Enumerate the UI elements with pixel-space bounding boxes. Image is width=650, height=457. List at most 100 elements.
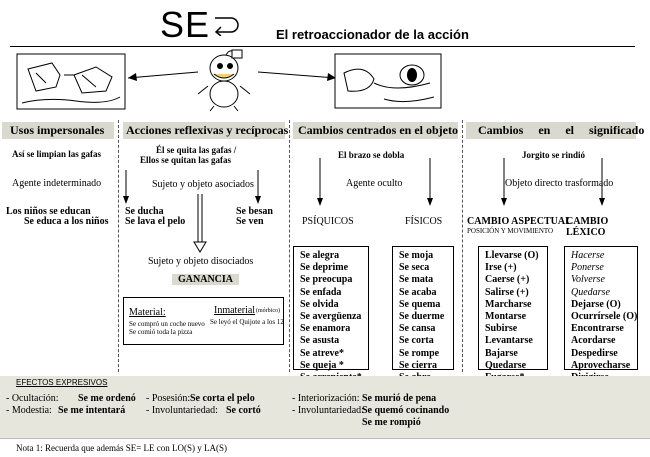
header-bar-objeto — [293, 122, 458, 139]
inmaterial-example: Se leyó el Quijote a los 12 — [210, 318, 284, 326]
psiquicos-list-item: Se avergüenza — [300, 311, 362, 323]
involuntariedad2-example-1: Se quemó cocinando — [362, 405, 450, 416]
psiquicos-label: PSÍQUICOS — [302, 216, 354, 227]
fisicos-list-item: Se rompe — [399, 347, 440, 359]
lexico-list-italic-item: Hacerse — [571, 250, 605, 261]
material-label: Material: — [129, 307, 166, 318]
lexico-list-item: Encontrarse — [571, 323, 624, 335]
note-panel — [0, 438, 650, 457]
interiorizacion-label: - Interiorización: — [292, 393, 360, 404]
reflexivas-example-2: Ellos se quitan las gafas — [140, 155, 232, 165]
fisicos-list-item: Se corta — [399, 335, 434, 347]
reflexivas-arrows — [123, 170, 261, 253]
reflexivas-dissociated: Sujeto y objeto disociados — [148, 256, 254, 267]
expresivos-title: EFECTOS EXPRESIVOS — [16, 378, 108, 387]
aspectual-list-item: Llevarse (O) — [485, 250, 539, 261]
aspectual-list-item: Montarse — [485, 311, 527, 323]
aspectual-list-item: Caerse (+) — [485, 274, 530, 286]
impersonales-example-2: Se educa a los niños — [24, 216, 109, 227]
interiorizacion-example: Se murió de pena — [362, 393, 437, 404]
fisicos-label: FÍSICOS — [405, 216, 443, 227]
fisicos-list-item: Se duerme — [399, 311, 445, 323]
column-divider-1 — [118, 120, 119, 372]
arrows-to-illustrations — [127, 71, 337, 81]
psiquicos-list-item: Se atreve* — [300, 347, 344, 359]
se-logo: SE — [160, 4, 211, 45]
note-text: Nota 1: Recuerda que además SE= LE con L… — [16, 443, 228, 453]
aspectual-list-item: Levantarse — [485, 335, 533, 347]
modestia-label: - Modestia: — [6, 405, 52, 416]
significado-arrows — [501, 158, 605, 206]
lexico-list-italic-item: Quedarse — [571, 286, 610, 298]
lexico-list-item: Ocurrírsele (O) — [571, 311, 638, 323]
objeto-agent: Agente oculto — [346, 178, 403, 189]
objeto-example: El brazo se dobla — [338, 150, 405, 160]
fisicos-list-item: Se cansa — [399, 323, 436, 335]
involuntariedad2-label: - Involuntariedad: — [292, 405, 364, 416]
fisicos-list-item: Se quema — [399, 298, 441, 310]
ganancia-box — [123, 297, 284, 345]
inmaterial-note: (mórbico) — [256, 308, 280, 314]
significado-object: Objeto directo trasformado — [505, 178, 614, 189]
lexico-list-item: Acordarse — [571, 335, 616, 347]
modestia-example: Se me intentará — [58, 405, 126, 416]
impersonales-example: Así se limpian las gafas — [12, 149, 102, 159]
header-impersonales: Usos impersonales — [10, 123, 105, 137]
reflexivas-left-2: Se lava el pelo — [125, 216, 186, 227]
header-reflexivas: Acciones reflexivas y recíprocas — [126, 123, 289, 137]
duck-character-illustration — [197, 49, 251, 112]
hand-cleaning-glasses-illustration — [334, 53, 442, 109]
involuntariedad2-example-2: Se me rompió — [362, 417, 421, 428]
header-bar-reflexivas — [123, 122, 285, 139]
psiquicos-list-item: Se deprime — [300, 262, 349, 274]
psiquicos-list-item: Se olvida — [300, 298, 339, 310]
header-significado: Cambios en el significado — [478, 123, 645, 137]
ocultacion-label: - Ocultación: — [6, 393, 59, 404]
psiquicos-list-item: Se alegra — [300, 250, 340, 261]
lexico-list-item: Dejarse (O) — [571, 298, 621, 310]
aspectual-list-item: Subirse — [485, 323, 518, 335]
aspectual-list: Llevarse (O)Irse (+)Caerse (+)Salirse (+… — [478, 246, 548, 383]
involuntariedad-example: Se cortó — [226, 405, 261, 416]
aspectual-list-item: Irse (+) — [485, 262, 517, 274]
significado-example: Jorgito se rindió — [522, 150, 585, 160]
aspectual-list-item: Quedarse — [485, 359, 527, 371]
column-divider-2 — [289, 120, 290, 372]
involuntariedad-label: - Involuntariedad: — [146, 405, 218, 416]
psiquicos-list-item: Se enfada — [300, 286, 342, 298]
title-rule — [10, 46, 635, 47]
psiquicos-list-item: Se enamora — [300, 323, 351, 335]
fisicos-list-item: Se seca — [399, 262, 430, 274]
impersonales-agent: Agente indeterminado — [12, 178, 102, 189]
posesion-example: Se corta el pelo — [190, 393, 255, 404]
ganancia-label: GANANCIA — [172, 274, 239, 285]
aspectual-list-item: Salirse (+) — [485, 286, 529, 298]
column-divider-3 — [462, 120, 463, 372]
material-example-1: Se compró un coche nuevo — [129, 320, 205, 328]
aspectual-label: CAMBIO ASPECTUAL — [467, 216, 572, 227]
fisicos-list-item: Se mata — [399, 274, 434, 286]
aspectual-list-item: Marcharse — [485, 298, 532, 310]
inmaterial-label: Inmaterial — [214, 305, 256, 316]
aspectual-list-item: Bajarse — [485, 347, 518, 359]
ocultacion-example: Se me ordenó — [78, 393, 136, 404]
reflexivas-associated: Sujeto y objeto asociados — [152, 179, 254, 190]
fisicos-list-item: Se moja — [399, 250, 434, 261]
aspectual-sublabel: POSICIÓN Y MOVIMIENTO — [467, 227, 554, 235]
posesion-label: - Posesión: — [146, 393, 191, 404]
psiquicos-list-item: Se queja * — [300, 359, 344, 371]
lexico-list-italic-item: Ponerse — [571, 262, 604, 274]
material-example-2: Se comió toda la pizza — [129, 328, 193, 336]
page-title: El retroaccionador de la acción — [276, 27, 469, 42]
lexico-list-italic-item: Volverse — [571, 274, 605, 286]
expresivos-panel — [0, 376, 650, 438]
header-objeto: Cambios centrados en el objeto — [298, 123, 458, 137]
fisicos-list-item: Se cierra — [399, 359, 438, 371]
reflexivas-left-1: Se ducha — [125, 206, 164, 217]
impersonales-example-1: Los niños se educan — [6, 206, 91, 217]
fisicos-list-item: Se acaba — [399, 286, 437, 298]
objeto-arrows — [317, 158, 433, 206]
